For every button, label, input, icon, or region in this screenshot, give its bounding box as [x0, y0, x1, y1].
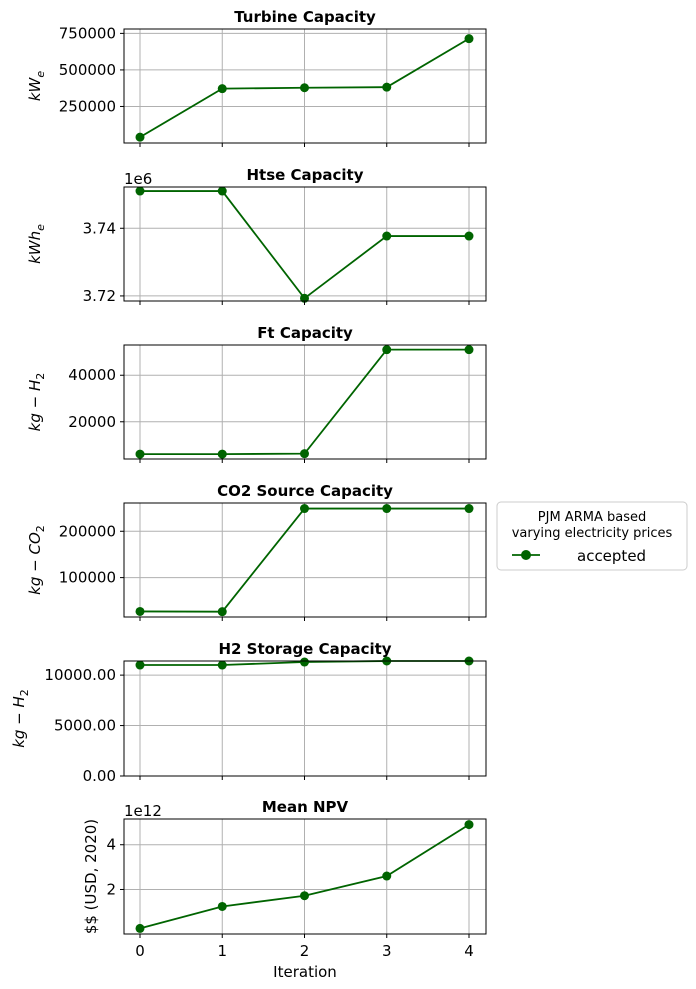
- data-point: [135, 132, 145, 142]
- y-axis-label: kWe: [26, 71, 47, 102]
- x-tick-label: 0: [135, 942, 145, 960]
- data-point: [135, 606, 145, 616]
- data-point: [382, 82, 392, 92]
- panel-2: 3.72 3.74 Htse Capacity 1e6 kWhe: [26, 166, 487, 305]
- y-tick-label: 4: [106, 836, 116, 854]
- x-tick-label: 4: [464, 942, 474, 960]
- y-tick-label: 2: [106, 880, 116, 898]
- data-point: [382, 871, 392, 881]
- data-point: [382, 504, 392, 514]
- panel-title: Ft Capacity: [257, 324, 353, 342]
- data-point: [135, 449, 145, 459]
- y-tick-label: 3.72: [83, 287, 116, 305]
- panel-1: 250000 500000 750000 Turbine Capacity kWe: [26, 8, 487, 147]
- panel-5: 0.00 5000.00 10000.00 H2 Storage Capacity kg…: [10, 640, 487, 785]
- data-point: [382, 231, 392, 241]
- data-point: [217, 901, 227, 911]
- legend: PJM ARMA based varying electricity price…: [496, 501, 688, 571]
- data-point: [217, 449, 227, 459]
- panel-6: 2 4 0 1 2 3 4 Mean NPV 1e12 $$ (USD, 2020) Iterati…: [82, 798, 487, 981]
- y-tick-label: 0.00: [83, 767, 116, 785]
- data-point: [300, 504, 309, 514]
- y-axis-label: kg − H2: [26, 373, 47, 432]
- y-axis-label: kWhe: [26, 224, 47, 264]
- y-tick-label: 10000.00: [44, 666, 116, 684]
- panel-title: CO2 Source Capacity: [217, 482, 393, 500]
- data-point: [300, 891, 309, 901]
- x-tick-label: 1: [217, 942, 227, 960]
- y-axis-label: $$ (USD, 2020): [82, 819, 100, 934]
- panel-4: 100000 200000 CO2 Source Capacity kg − CO2: [26, 482, 487, 621]
- y-axis-label: kg − CO2: [26, 525, 47, 595]
- y-tick-label: 250000: [59, 97, 116, 115]
- data-point: [217, 186, 227, 196]
- x-tick-label: 3: [382, 942, 392, 960]
- data-point: [300, 449, 309, 459]
- y-tick-label: 500000: [59, 61, 116, 79]
- data-point: [300, 83, 309, 93]
- data-point: [135, 186, 145, 196]
- data-point: [464, 34, 474, 44]
- y-tick-label: 100000: [59, 569, 116, 587]
- panel-title: Mean NPV: [262, 798, 349, 816]
- axis-offset-text: 1e12: [124, 802, 162, 820]
- y-tick-label: 20000: [68, 413, 116, 431]
- y-tick-label: 200000: [59, 522, 116, 540]
- axis-offset-text: 1e6: [124, 170, 152, 188]
- data-point: [382, 345, 392, 355]
- legend-box: [496, 501, 688, 571]
- y-tick-label: 750000: [59, 24, 116, 42]
- data-point: [464, 820, 474, 830]
- panel-title: Turbine Capacity: [234, 8, 376, 26]
- data-point: [135, 923, 145, 933]
- panel-title: Htse Capacity: [246, 166, 363, 184]
- legend-title-line1: PJM ARMA based: [538, 510, 646, 525]
- y-axis-label: kg − H2: [10, 689, 31, 748]
- panel-3: 20000 40000 Ft Capacity kg − H2: [26, 324, 487, 463]
- data-point: [464, 231, 474, 241]
- data-point: [464, 504, 474, 514]
- legend-series-marker: [521, 550, 531, 560]
- data-point: [217, 607, 227, 617]
- data-point: [464, 345, 474, 355]
- y-tick-label: 3.74: [83, 219, 116, 237]
- legend-title-line2: varying electricity prices: [512, 526, 673, 541]
- data-point: [300, 657, 309, 667]
- data-point: [135, 660, 145, 670]
- data-point: [217, 84, 227, 94]
- x-axis-label: Iteration: [273, 963, 337, 981]
- x-tick-label: 2: [300, 942, 310, 960]
- panel-title: H2 Storage Capacity: [218, 640, 391, 658]
- legend-entry-label: accepted: [577, 547, 646, 565]
- data-point: [217, 660, 227, 670]
- y-tick-label: 40000: [68, 366, 116, 384]
- y-tick-label: 5000.00: [54, 717, 116, 735]
